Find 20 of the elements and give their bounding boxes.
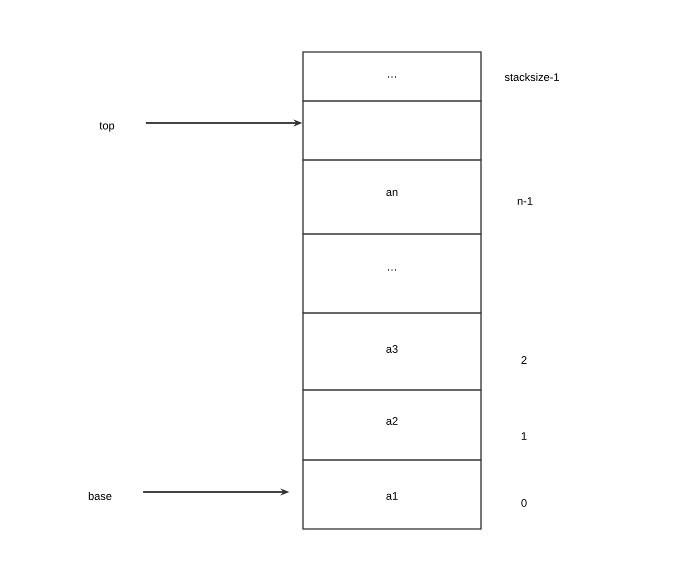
stack-cell — [302, 389, 482, 461]
cell-label: … — [388, 269, 396, 271]
index-label: 1 — [522, 432, 527, 440]
index-label: n-1 — [518, 197, 532, 205]
index-label: stacksize-1 — [504, 72, 559, 82]
index-label: 2 — [522, 356, 527, 364]
index-label: 0 — [521, 499, 527, 507]
pointer-label: top — [100, 122, 114, 132]
stack-cell — [302, 233, 482, 314]
pointer-label: base — [88, 492, 112, 500]
cell-label: an — [386, 190, 398, 196]
cell-label: a1 — [386, 492, 398, 500]
stack-cell — [302, 459, 482, 530]
stack-cell — [302, 51, 482, 102]
stack-cell — [302, 312, 482, 391]
cell-label: … — [388, 76, 396, 78]
empty-stack-cell — [302, 100, 482, 161]
cell-label: a3 — [386, 345, 398, 353]
cell-label: a2 — [386, 417, 398, 425]
stack-cell — [302, 159, 482, 235]
